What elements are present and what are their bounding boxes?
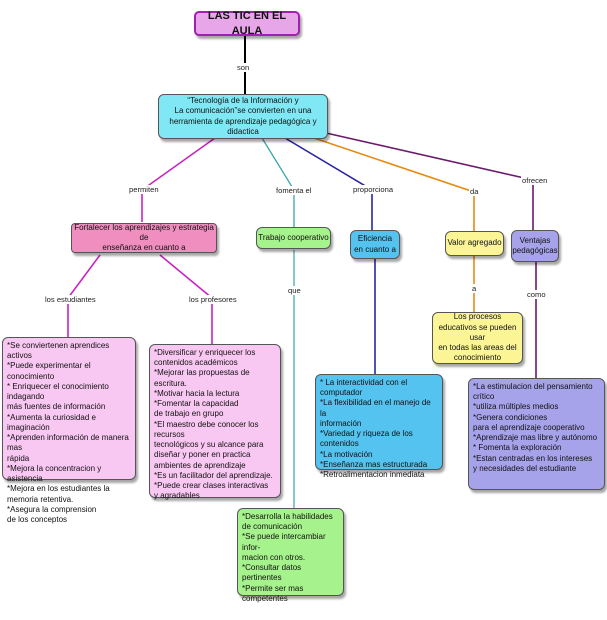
list-item: para el aprendizaje cooperativo [473,422,585,432]
list-item: *Motivar hacia la lectura [154,388,240,398]
procesos-node: Los procesos educativos se pueden usar e… [432,312,523,364]
link-label-a: a [471,284,478,293]
link-label-fomenta: fomenta el [275,186,313,195]
list-item: rápida [7,453,30,463]
valor-agregado-label: Valor agregado [447,238,502,248]
procesos-line-1: Los procesos [453,312,502,322]
list-item: *Desarrolla la habilidades [242,512,333,521]
trabajo-cooperativo-label: Trabajo cooperativo [258,232,329,242]
list-item: *Aumenta la curiosidad e imaginación [7,412,96,432]
ventajas-line-2: pedagógicas [512,246,558,255]
list-item: *La estimulacion del pensamiento crítico [473,382,593,402]
list-item: *Permite ser mas competentes [242,583,304,603]
line-permiten [141,137,216,222]
root-line-3: herramienta de aprendizaje pedagógica y … [169,116,317,136]
title-text: LAS TIC EN EL AULA [207,10,287,37]
list-item: *Puede crear clases interactivas [154,481,269,491]
list-item: * La interactividad con el [320,378,408,387]
line-proporciona [284,137,373,230]
list-item: *Mejora en los estudiantes la [7,484,110,494]
link-label-ofrecen: ofrecen [521,176,549,185]
list-item: *Mejora la concentracion y asistencia [7,463,102,484]
ventajas-list: *La estimulacion del pensamiento crítico… [468,378,605,490]
list-item: *utiliza múltiples medios [473,402,559,412]
list-item: memoria retentiva. [7,494,74,504]
list-item: de los conceptos [7,514,68,524]
link-label-estudiantes: los estudiantes [44,295,97,304]
list-item: y agradables [154,491,200,501]
list-item: ambientes de aprendizaje [154,460,246,470]
fortalecer-node: Fortalecer los aprendizajes y estrategia… [71,223,217,253]
list-item: *Consultar datos pertinentes [242,563,302,583]
fortalecer-line-2: enseñanza en cuanto a [102,243,186,253]
list-item: * Enriquecer el conocimiento indagando [7,381,109,402]
list-item: de comunicación [242,522,303,532]
fortalecer-line-1: Fortalecer los aprendizajes y estrategia… [74,222,214,242]
list-item: *Aprenden información de manera mas [7,433,129,453]
procesos-line-3: en todas las areas del [438,343,517,353]
list-item: *La motivación [320,449,373,459]
list-item: diseñar y poner en practica [154,450,251,460]
list-item: tecnológicos y su alcance para [154,440,264,450]
procesos-line-4: conocimiento [453,353,502,363]
title-node: LAS TIC EN EL AULA [194,10,300,37]
list-item: *Genera condiciones [473,412,548,422]
valor-agregado-node: Valor agregado [445,231,504,256]
root-line-1: “Tecnología de la Información y [187,96,299,106]
list-item: *Retroalimentacion inmediata [320,470,425,480]
list-item: *Fomentar la capacidad [154,399,239,409]
eficiencia-node: Eficiencia en cuanto a [350,230,400,259]
list-item: *Puede experimentar el conocimiento [7,361,91,381]
list-item: más fuentes de información [7,402,106,412]
eficiencia-line-1: Eficiencia [357,234,393,244]
list-item: contenidos académicos [154,358,238,368]
list-item: *Es un facilitador del aprendizaje. [154,470,273,480]
link-label-son: son [236,63,251,72]
list-item: *La flexibilidad en el manejo de la [320,398,431,418]
list-item: información [320,418,362,428]
link-label-que: que [287,286,302,295]
link-label-permiten: permiten [128,185,160,194]
ventajas-line-1: Ventajas [519,235,551,245]
procesos-line-2: educativos se pueden usar [438,322,517,342]
list-item: *Diversificar y enriquecer los [154,348,256,357]
link-label-proporciona: proporciona [352,185,395,194]
list-item: *Enseñanza mas estructurada [320,459,428,469]
list-item: computador [320,388,363,398]
estudiantes-list: *Se conviertenen aprendices activos*Pued… [2,337,136,524]
list-item: *Se puede intercambiar infor- [242,532,326,552]
link-label-profesores: los profesores [188,295,238,304]
list-item: macion con otros. [242,552,306,562]
list-item: *Aprendizaje mas libre y autónomo [473,433,598,443]
root-line-2: La comunicación”se convierten en una [174,106,312,116]
list-item: *Asegura la comprension [7,504,97,514]
list-item: * Fomenta la exploración [473,443,562,453]
root-concept: “Tecnología de la Información y La comun… [158,94,328,139]
line-da [307,135,475,231]
list-item: *Variedad y riqueza de los contenidos [320,429,413,449]
link-label-como: como [526,290,547,299]
trabajo-cooperativo-node: Trabajo cooperativo [256,227,331,249]
list-item: de trabajo en grupo [154,409,224,419]
list-item: *Se conviertenen aprendices activos [7,341,110,361]
list-item: *Estan centradas en los intereses [473,453,593,463]
list-item: *El maestro debe conocer los recursos [154,419,259,439]
ventajas-node: Ventajas pedagógicas [511,230,559,262]
list-item: y necesidades del estudiante [473,463,577,473]
eficiencia-line-2: en cuanto a [354,244,396,254]
link-label-da: da [469,187,480,196]
list-item: *Mejorar las propuestas de escritura. [154,368,250,388]
line-fomenta [261,137,295,227]
